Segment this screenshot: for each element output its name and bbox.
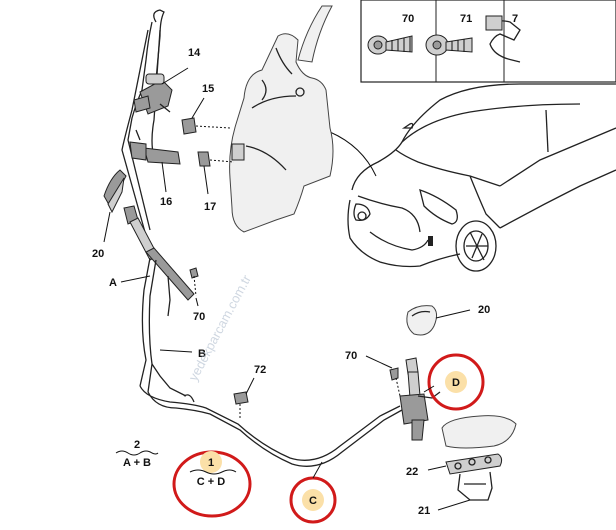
callout-14: 14 bbox=[188, 47, 201, 59]
leader-14 bbox=[161, 67, 189, 85]
bracket-22 bbox=[445, 453, 503, 475]
callout-15: 15 bbox=[202, 83, 214, 95]
legend-1-formula: C + D bbox=[197, 476, 225, 488]
leader-to-car bbox=[329, 131, 377, 177]
bracket-21 bbox=[457, 471, 493, 501]
left-washer-cover bbox=[103, 169, 127, 214]
leader-B bbox=[159, 349, 193, 353]
tag-C: C bbox=[289, 476, 337, 524]
leader-17 bbox=[203, 165, 209, 195]
callout-20-left: 20 bbox=[92, 248, 104, 260]
right-cover-ghost bbox=[441, 415, 517, 449]
pump-14 bbox=[133, 73, 173, 115]
callout-B: B bbox=[198, 348, 206, 360]
seal-15 bbox=[181, 117, 231, 135]
cable-clip-drawing bbox=[485, 15, 521, 63]
highlight-ring-D bbox=[427, 353, 485, 411]
leader-21 bbox=[437, 499, 471, 511]
right-washer-cover-20 bbox=[406, 305, 438, 336]
car-illustration bbox=[347, 83, 616, 272]
bolt-70-right bbox=[389, 367, 401, 397]
hose-clip-72 bbox=[233, 391, 249, 418]
leader-70-right bbox=[365, 355, 393, 369]
leader-20-right bbox=[435, 309, 471, 319]
left-telescopic-nozzle bbox=[123, 205, 195, 393]
leader-16 bbox=[161, 161, 167, 193]
legend-item-2: 2 A + B bbox=[115, 439, 159, 469]
callout-70-inset: 70 bbox=[402, 13, 414, 25]
washer-hose-main bbox=[139, 363, 403, 467]
right-telescopic-nozzle bbox=[399, 357, 441, 441]
callout-71-inset: 71 bbox=[460, 13, 472, 25]
leader-20-left bbox=[103, 211, 111, 243]
legend-item-1: 1 C + D bbox=[172, 450, 252, 518]
callout-21: 21 bbox=[418, 505, 430, 517]
screw-70-drawing bbox=[367, 35, 413, 55]
callout-17: 17 bbox=[204, 201, 216, 213]
tag-D: D bbox=[427, 353, 485, 411]
bolt-70-left bbox=[189, 267, 199, 297]
callout-70-right: 70 bbox=[345, 350, 357, 362]
fastener-inset: 70 71 7 bbox=[360, 0, 616, 83]
leader-72 bbox=[245, 377, 255, 395]
callout-20-right: 20 bbox=[478, 304, 490, 316]
leader-15 bbox=[191, 97, 205, 119]
seal-17 bbox=[197, 151, 235, 167]
washer-reservoir bbox=[229, 5, 334, 233]
leader-22 bbox=[427, 465, 447, 471]
leader-A bbox=[120, 275, 151, 283]
legend-1-number: 1 bbox=[208, 457, 214, 469]
callout-70-left: 70 bbox=[193, 311, 205, 323]
callout-A: A bbox=[109, 277, 117, 289]
leader-C bbox=[312, 461, 323, 479]
clip-71-drawing bbox=[425, 34, 473, 56]
pump-16 bbox=[129, 129, 181, 165]
leader-70-left bbox=[195, 297, 199, 307]
legend-2-formula: A + B bbox=[123, 457, 151, 469]
leader-D bbox=[423, 385, 435, 393]
callout-16: 16 bbox=[160, 196, 172, 208]
callout-C: C bbox=[309, 495, 317, 507]
callout-7x-inset: 7 bbox=[512, 13, 518, 25]
callout-D: D bbox=[452, 377, 460, 389]
legend-2-number: 2 bbox=[134, 439, 140, 451]
callout-22: 22 bbox=[406, 466, 418, 478]
callout-72: 72 bbox=[254, 364, 266, 376]
